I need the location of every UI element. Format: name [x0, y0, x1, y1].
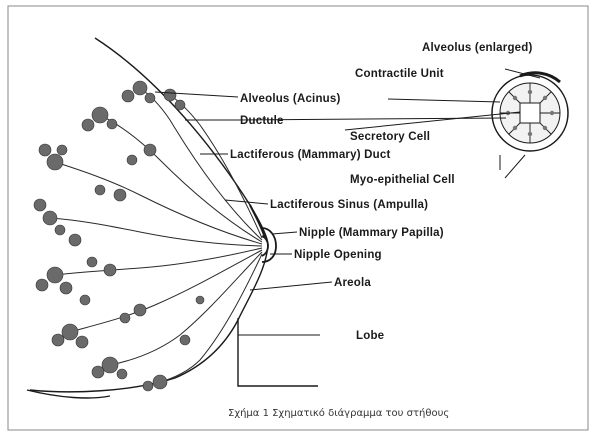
lobule-clusters — [34, 81, 204, 391]
label-lactiferous-sinus: Lactiferous Sinus (Ampulla) — [270, 199, 428, 211]
figure-caption: Σχήμα 1 Σχηματικό διάγραμμα του στήθους — [228, 407, 449, 419]
label-lobe: Lobe — [356, 330, 384, 342]
label-myoepithelial-cell: Myo-epithelial Cell — [350, 174, 455, 186]
label-ductule: Ductule — [240, 115, 284, 127]
label-alveolus-acinus: Alveolus (Acinus) — [240, 93, 341, 105]
figure-frame — [8, 6, 588, 430]
label-alveolus-enlarged: Alveolus (enlarged) — [422, 42, 533, 54]
label-areola: Areola — [334, 277, 371, 289]
label-lactiferous-duct: Lactiferous (Mammary) Duct — [230, 149, 390, 161]
label-nipple-opening: Nipple Opening — [294, 249, 382, 261]
label-nipple: Nipple (Mammary Papilla) — [299, 227, 444, 239]
label-contractile-unit: Contractile Unit — [355, 68, 444, 80]
alveolus-enlarged-illustration — [492, 73, 568, 151]
label-secretory-cell: Secretory Cell — [350, 131, 430, 143]
